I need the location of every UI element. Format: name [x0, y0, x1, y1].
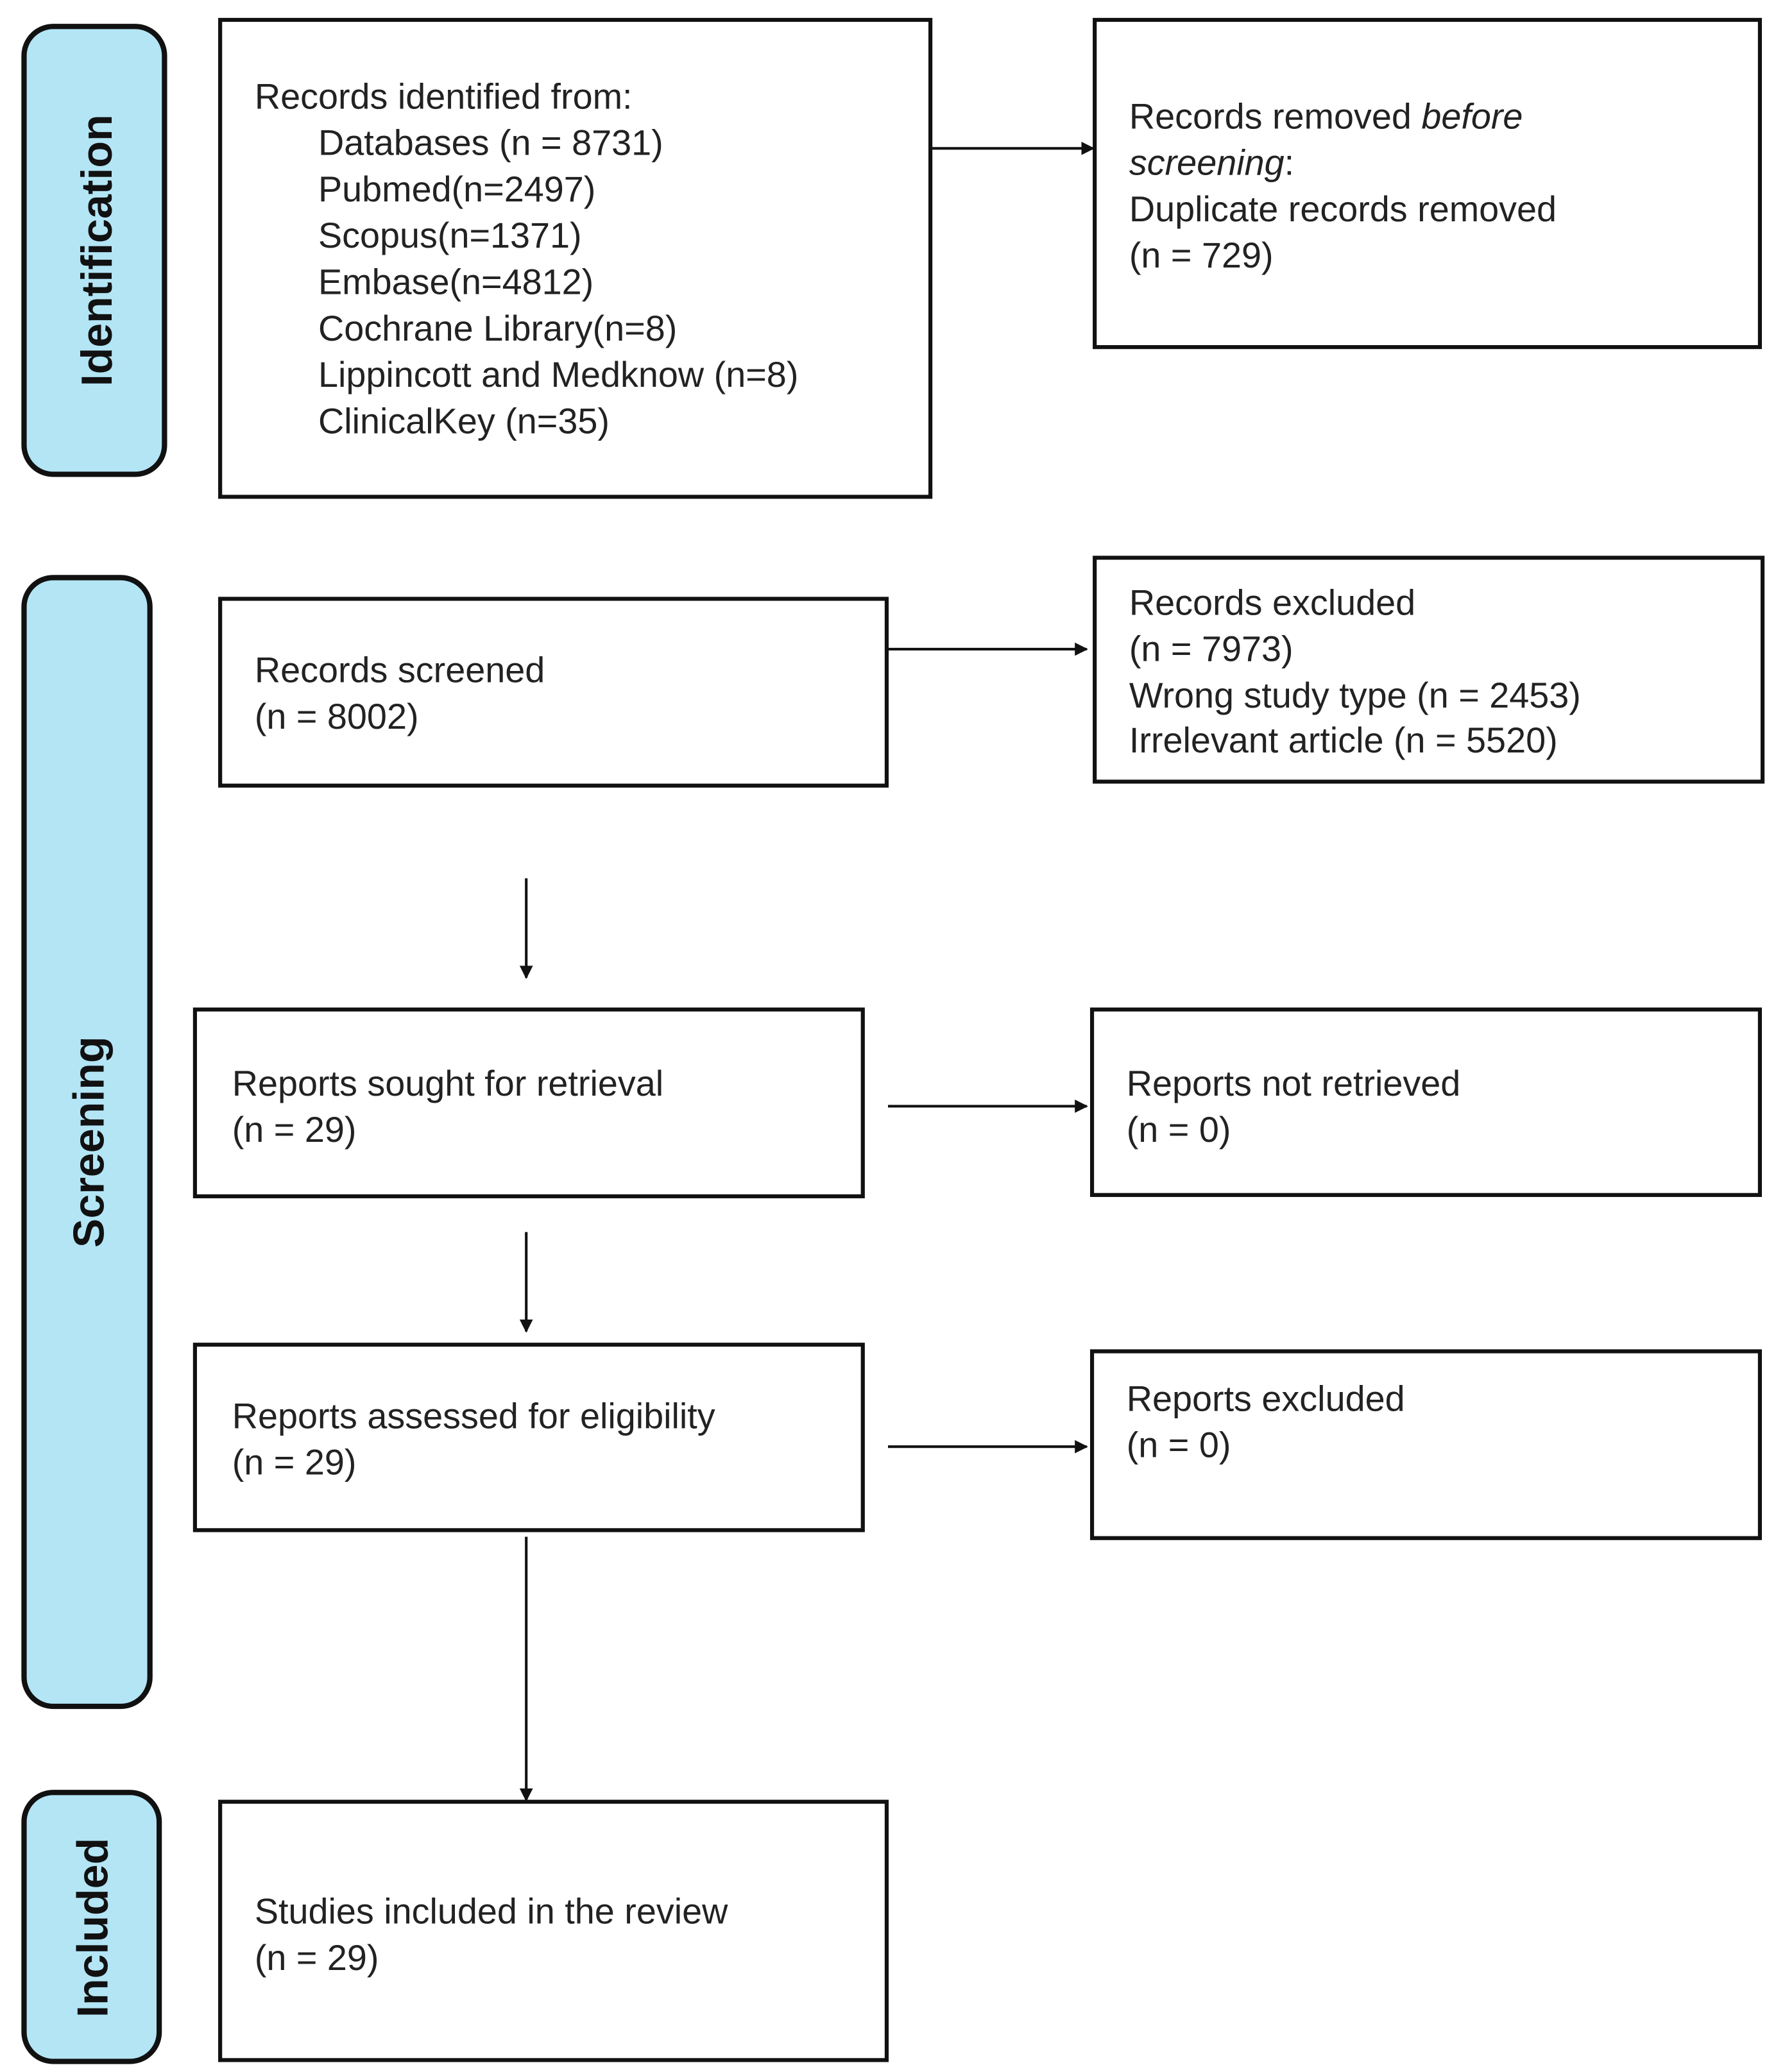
phase-identification: Identification: [21, 24, 167, 477]
box-line: screening:: [1129, 143, 1294, 183]
box-title: Studies included in the review: [255, 1892, 728, 1932]
box-count: (n = 8002): [255, 697, 419, 736]
box-count: (n = 29): [255, 1938, 379, 1978]
box-title: Records identified from:: [255, 76, 633, 116]
box-title: Reports sought for retrieval: [232, 1064, 663, 1103]
box-records-screened: Records screened (n = 8002): [218, 597, 889, 788]
box-title: Reports excluded: [1127, 1379, 1405, 1418]
box-title: Reports assessed for eligibility: [232, 1396, 715, 1436]
box-line: Irrelevant article (n = 5520): [1129, 720, 1558, 760]
box-count: (n = 7973): [1129, 629, 1294, 669]
box-count: (n = 0): [1127, 1425, 1231, 1465]
box-line: Wrong study type (n = 2453): [1129, 675, 1581, 715]
source-line: Cochrane Library(n=8): [318, 309, 677, 348]
box-line: Duplicate records removed: [1129, 189, 1557, 229]
box-count: (n = 0): [1127, 1110, 1231, 1150]
box-count: (n = 29): [232, 1443, 357, 1482]
box-title: Records screened: [255, 650, 545, 690]
phase-label: Identification: [73, 114, 121, 386]
box-count: (n = 729): [1129, 235, 1274, 275]
box-records-removed: Records removed before screening: Duplic…: [1093, 17, 1763, 350]
source-line: Databases (n = 8731): [318, 123, 663, 163]
box-count: (n = 29): [232, 1110, 357, 1150]
box-line: Records removed before: [1129, 96, 1523, 136]
phase-label: Included: [69, 1838, 117, 2017]
source-line: Embase(n=4812): [318, 262, 593, 301]
phase-included: Included: [21, 1790, 162, 2064]
source-line: Pubmed(n=2497): [318, 169, 595, 209]
box-records-excluded: Records excluded (n = 7973) Wrong study …: [1093, 556, 1765, 784]
box-reports-assessed: Reports assessed for eligibility (n = 29…: [192, 1343, 865, 1533]
box-title: Reports not retrieved: [1127, 1064, 1461, 1103]
phase-screening: Screening: [21, 575, 153, 1710]
source-line: ClinicalKey (n=35): [318, 401, 610, 441]
box-reports-excluded: Reports excluded (n = 0): [1089, 1349, 1763, 1540]
box-title: Records excluded: [1129, 582, 1415, 622]
box-reports-sought: Reports sought for retrieval (n = 29): [192, 1007, 865, 1198]
source-line: Lippincott and Medknow (n=8): [318, 355, 798, 395]
source-line: Scopus(n=1371): [318, 216, 582, 255]
box-reports-not-retrieved: Reports not retrieved (n = 0): [1089, 1007, 1763, 1197]
phase-label: Screening: [64, 1036, 113, 1247]
box-studies-included: Studies included in the review (n = 29): [218, 1799, 889, 2062]
box-records-identified: Records identified from: Databases (n = …: [218, 17, 933, 499]
